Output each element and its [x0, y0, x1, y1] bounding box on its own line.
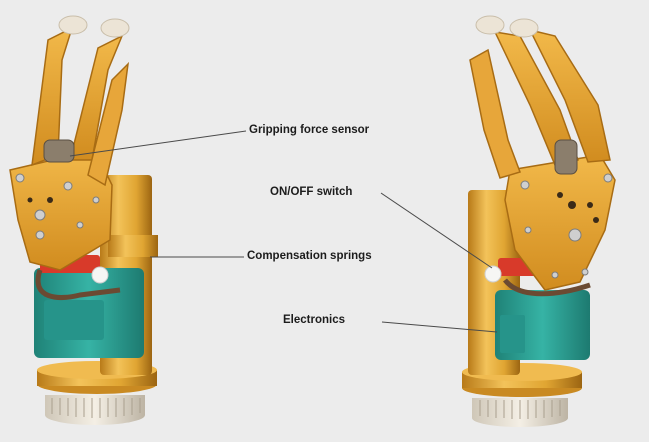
left-base-ring [45, 395, 145, 415]
right-fingertip-1 [475, 15, 505, 35]
left-spring-wire [35, 269, 121, 300]
right-screws [520, 173, 613, 279]
label-electronics: Electronics [283, 314, 345, 326]
left-screws [15, 173, 100, 240]
right-switch-knob [484, 265, 502, 283]
label-on-off-switch: ON/OFF switch [270, 186, 353, 198]
left-switch-knob [91, 266, 109, 284]
right-spring-wire [503, 278, 591, 297]
leader-electronics [381, 321, 498, 333]
right-electronics-panel [500, 315, 525, 353]
right-palm-plate [504, 154, 616, 291]
left-electronics-panel [44, 300, 104, 340]
leader-gripping-force-sensor [69, 130, 247, 157]
left-finger-2 [69, 34, 124, 161]
left-finger-3 [87, 61, 130, 187]
leader-lines [69, 130, 498, 333]
right-holes [557, 192, 599, 223]
left-base-knurl [51, 398, 141, 418]
right-sensor-roller [554, 139, 578, 175]
left-fingertip-2 [100, 18, 130, 38]
label-gripping-force-sensor: Gripping force sensor [249, 124, 370, 136]
left-fingertip-1 [58, 15, 88, 35]
right-base-knurl [479, 400, 561, 419]
right-hand [462, 15, 616, 427]
label-compensation-springs: Compensation springs [247, 250, 372, 262]
left-spring-collar [108, 235, 158, 257]
right-finger-3 [528, 28, 611, 163]
left-holes [27, 197, 53, 203]
right-finger-1 [469, 48, 521, 179]
left-sensor-roller [43, 139, 75, 163]
left-hand [9, 15, 158, 425]
right-fingertip-2 [509, 18, 539, 38]
leader-on-off-switch [380, 192, 493, 269]
